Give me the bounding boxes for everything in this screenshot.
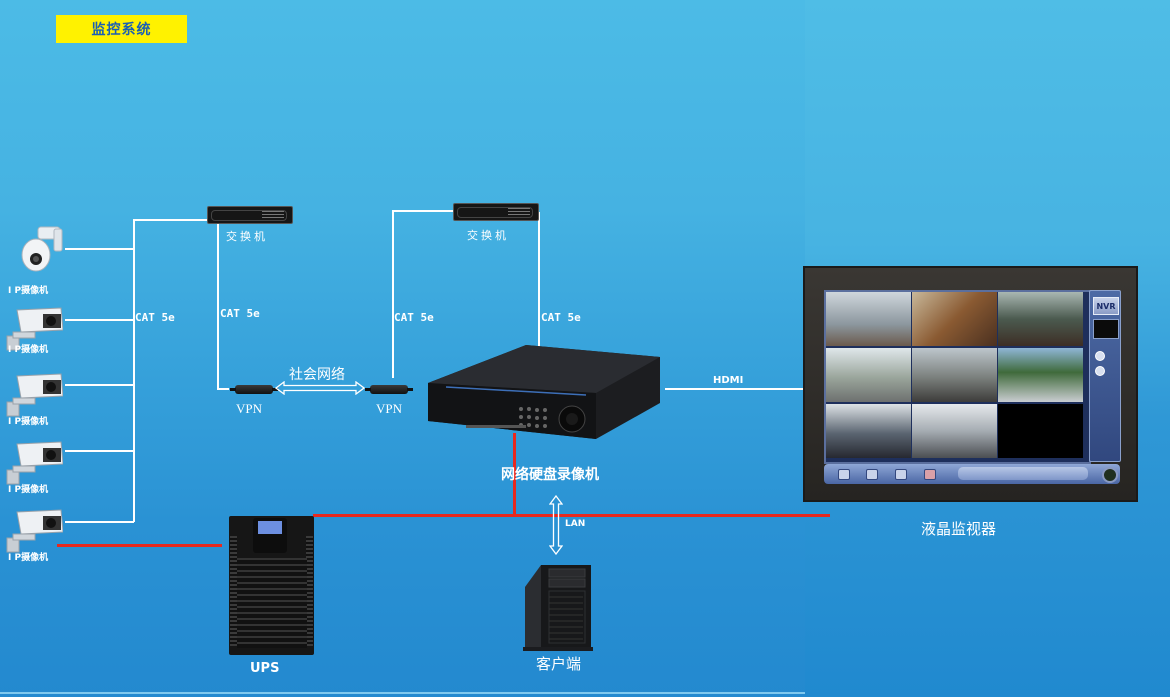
camera-4-wire bbox=[65, 450, 134, 452]
video-feed-tile bbox=[912, 404, 997, 458]
camera-label: I P摄像机 bbox=[8, 345, 49, 355]
toolbar-icon bbox=[895, 469, 907, 480]
side-button-icon bbox=[1095, 366, 1105, 376]
cable-label-cat5e: CAT 5e bbox=[394, 311, 434, 324]
client-label: 客户端 bbox=[536, 655, 582, 673]
camera-5-wire bbox=[65, 521, 134, 523]
camera-label: I P摄像机 bbox=[8, 417, 49, 427]
video-feed-tile bbox=[998, 348, 1083, 402]
title-badge: 监控系统 bbox=[56, 15, 187, 43]
lcd-monitor: NVR bbox=[803, 266, 1138, 502]
camera-2-wire bbox=[65, 319, 134, 321]
camera-to-switch-wire bbox=[133, 219, 209, 221]
cable-label-lan: LAN bbox=[565, 519, 586, 529]
video-feed-tile-empty bbox=[998, 404, 1083, 458]
camera-label: I P摄像机 bbox=[8, 485, 49, 495]
ups-label: UPS bbox=[250, 661, 280, 676]
power-line-main bbox=[313, 514, 830, 517]
camera-label: I P摄像机 bbox=[8, 286, 49, 296]
nvr-badge: NVR bbox=[1093, 297, 1119, 315]
vpn-label: VPN bbox=[376, 401, 403, 416]
video-feed-tile bbox=[912, 292, 997, 346]
network-switch-icon bbox=[207, 206, 293, 224]
cable-label-cat5e: CAT 5e bbox=[541, 311, 581, 324]
bullet-camera-icon bbox=[6, 509, 63, 553]
camera-3-wire bbox=[65, 384, 134, 386]
monitor-toolbar bbox=[824, 464, 1120, 484]
switch1-to-vpn1-stub bbox=[217, 388, 229, 390]
client-pc-tower-icon bbox=[523, 565, 593, 651]
monitor-side-panel: NVR bbox=[1089, 290, 1121, 462]
side-display bbox=[1093, 319, 1119, 339]
video-feed-tile bbox=[826, 348, 911, 402]
toolbar-icon bbox=[866, 469, 878, 480]
camera-label: I P摄像机 bbox=[8, 553, 49, 563]
vpn2-to-switch2-wire bbox=[392, 211, 394, 378]
bullet-camera-icon bbox=[6, 373, 63, 417]
ups-device-icon bbox=[229, 516, 314, 655]
monitor-screen bbox=[824, 290, 1091, 464]
internet-label: 社会网络 bbox=[289, 367, 345, 383]
bottom-divider bbox=[0, 692, 805, 694]
side-button-icon bbox=[1095, 351, 1105, 361]
switch-label: 交换机 bbox=[226, 230, 268, 243]
cable-label-hdmi: HDMI bbox=[713, 375, 744, 386]
cable-label-cat5e: CAT 5e bbox=[220, 307, 260, 320]
vertical-double-arrow-icon bbox=[549, 495, 563, 555]
camera-bus-wire bbox=[133, 219, 135, 522]
power-line-camera-ups bbox=[57, 544, 222, 547]
nvr-recorder-icon bbox=[428, 345, 660, 439]
power-line-nvr bbox=[513, 433, 516, 517]
vpn2-to-switch2-top bbox=[392, 210, 454, 212]
switch1-to-vpn1-wire bbox=[217, 222, 219, 389]
switch2-to-nvr-wire bbox=[538, 212, 540, 352]
video-feed-tile bbox=[912, 348, 997, 402]
toolbar-icon bbox=[924, 469, 936, 480]
video-feed-tile bbox=[826, 292, 911, 346]
video-feed-tile bbox=[998, 292, 1083, 346]
double-arrow-icon bbox=[275, 381, 365, 395]
diagram-background bbox=[0, 0, 805, 697]
video-feed-tile bbox=[826, 404, 911, 458]
camera-1-wire bbox=[65, 248, 134, 250]
network-switch-icon bbox=[453, 203, 539, 221]
bullet-camera-icon bbox=[6, 307, 63, 351]
power-knob-icon bbox=[1102, 467, 1118, 483]
cable-label-cat5e: CAT 5e bbox=[135, 311, 175, 324]
hdmi-wire bbox=[665, 388, 805, 390]
toolbar-icon bbox=[838, 469, 850, 480]
nvr-label: 网络硬盘录像机 bbox=[501, 467, 599, 483]
vpn-device-icon bbox=[230, 385, 278, 394]
vpn-device-icon bbox=[365, 385, 413, 394]
toolbar-bar bbox=[958, 467, 1088, 480]
bullet-camera-icon bbox=[6, 441, 63, 485]
vpn-label: VPN bbox=[236, 401, 263, 416]
dome-camera-icon bbox=[21, 226, 63, 272]
monitor-label: 液晶监视器 bbox=[921, 520, 997, 538]
page-title: 监控系统 bbox=[91, 22, 152, 38]
switch-label: 交换机 bbox=[467, 229, 509, 242]
